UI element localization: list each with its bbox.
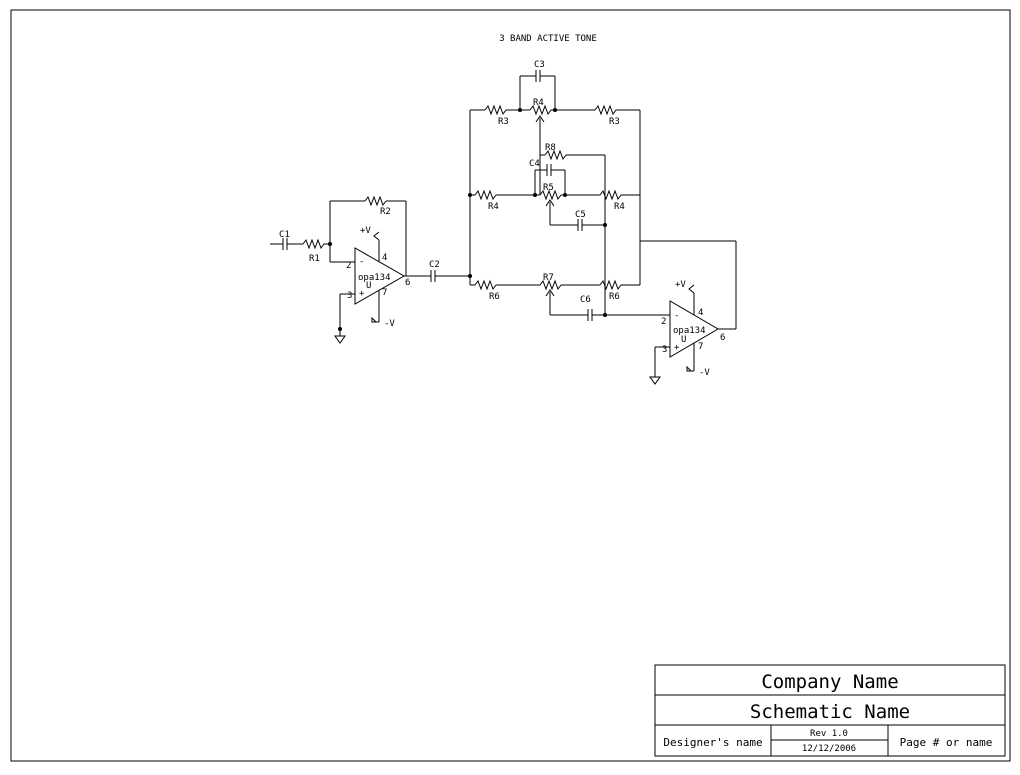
pin-4-u1: 4 [382,253,387,263]
company-name: Company Name [761,671,898,693]
label-r8: R8 [545,143,556,153]
label-r1: R1 [309,254,320,264]
pin-7-u2: 7 [698,342,703,352]
date: 12/12/2006 [802,744,856,754]
label-c4: C4 [529,159,540,169]
junction-dot [468,193,472,197]
label-vneg-1: -V [384,319,395,329]
title-block [654,664,1006,757]
pin-3-u2: 3 [662,345,667,355]
label-r6-left: R6 [489,292,500,302]
pin-2-u2: 2 [661,317,666,327]
minus-u2: - [674,311,679,321]
pin-6-u2: 6 [720,333,725,343]
label-c3: C3 [534,60,545,70]
label-c1: C1 [279,230,290,240]
junction-dot [338,327,342,331]
plus-u1: + [359,289,365,299]
pin-4-u2: 4 [698,308,703,318]
label-vpos-1: +V [360,226,371,236]
junction-dot [553,108,557,112]
label-r7: R7 [543,273,554,283]
pin-2-u1: 2 [346,261,351,271]
label-r6-right: R6 [609,292,620,302]
junction-dot [533,193,537,197]
pin-7-u1: 7 [382,288,387,298]
label-r4-top: R4 [533,98,544,108]
unit-u1: U [366,281,371,291]
page-name: Page # or name [900,736,993,749]
junction-dot [603,313,607,317]
junction-dot [563,193,567,197]
junction-dot [603,223,607,227]
label-vpos-2: +V [675,280,686,290]
label-vneg-2: -V [699,368,710,378]
minus-u1: - [359,257,364,267]
unit-u2: U [681,335,686,345]
input-stage [270,195,470,344]
sheet-border [10,9,1011,762]
tone-network [469,70,737,330]
label-r3-left: R3 [498,117,509,127]
part-u2: opa134 [673,326,706,336]
label-c6: C6 [580,295,591,305]
output-stage [649,284,719,385]
part-u1: opa134 [358,273,391,283]
schematic-title: 3 BAND ACTIVE TONE [499,34,597,44]
label-c2: C2 [429,260,440,270]
label-r5: R5 [543,183,554,193]
label-r4-right: R4 [614,202,625,212]
label-c5: C5 [575,210,586,220]
label-r4-left: R4 [488,202,499,212]
label-r3-right: R3 [609,117,620,127]
junction-dot [328,242,332,246]
junction-dot [518,108,522,112]
designer-name: Designer's name [663,736,762,749]
pin-6-u1: 6 [405,278,410,288]
pin-3-u1: 3 [347,291,352,301]
label-r2: R2 [380,207,391,217]
plus-u2: + [674,343,680,353]
revision: Rev 1.0 [810,729,848,739]
schematic-name: Schematic Name [750,701,910,723]
